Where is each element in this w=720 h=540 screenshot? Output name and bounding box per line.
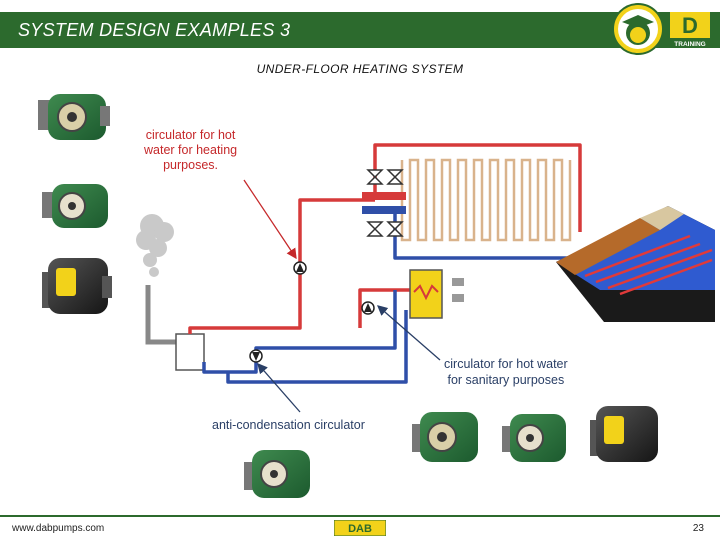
heating-circulator-label: circulator for hot water for heating pur…	[144, 128, 237, 173]
page-number: 23	[692, 523, 704, 534]
circulator-pump-icon	[244, 450, 310, 498]
chimney-smoke-icon	[136, 214, 174, 277]
circulator-pump-icon	[249, 349, 263, 363]
footer-divider	[0, 515, 720, 517]
floor-section-icon	[556, 206, 715, 322]
circulator-pump-icon	[502, 414, 566, 462]
training-logo: D TRAINING	[606, 3, 718, 55]
footer-url[interactable]: www.dabpumps.com	[12, 523, 105, 534]
circulator-pump-icon	[361, 301, 375, 315]
label-line: purposes.	[163, 158, 218, 172]
label-line: circulator for hot	[145, 128, 236, 142]
header-bar	[0, 12, 720, 48]
dab-logo: DAB	[334, 520, 386, 536]
circulator-pump-icon	[42, 184, 108, 228]
sanitary-circulator-label: circulator for hot water for sanitary pu…	[444, 356, 568, 388]
valve-icon	[362, 169, 406, 237]
slide-title: SYSTEM DESIGN EXAMPLES 3	[18, 20, 291, 40]
circulator-pump-icon	[590, 406, 658, 462]
circulator-pump-icon	[412, 412, 478, 462]
label-line: for sanitary purposes	[447, 373, 565, 387]
graduate-face-icon	[622, 15, 654, 45]
label-line: circulator for hot water	[444, 357, 568, 371]
label-line: water for heating	[144, 143, 238, 157]
circulator-pump-icon	[293, 261, 307, 275]
circulator-pump-icon	[38, 94, 110, 140]
dab-logo-text: DAB	[348, 523, 372, 535]
anti-condensation-label: anti-condensation circulator	[212, 418, 365, 432]
circulator-pump-icon	[42, 258, 112, 314]
logo-caption: TRAINING	[674, 41, 705, 48]
logo-letter: D	[682, 13, 698, 38]
heat-exchanger-icon	[409, 269, 464, 319]
diagram-subtitle: UNDER-FLOOR HEATING SYSTEM	[256, 62, 464, 76]
boiler-icon	[175, 333, 205, 371]
